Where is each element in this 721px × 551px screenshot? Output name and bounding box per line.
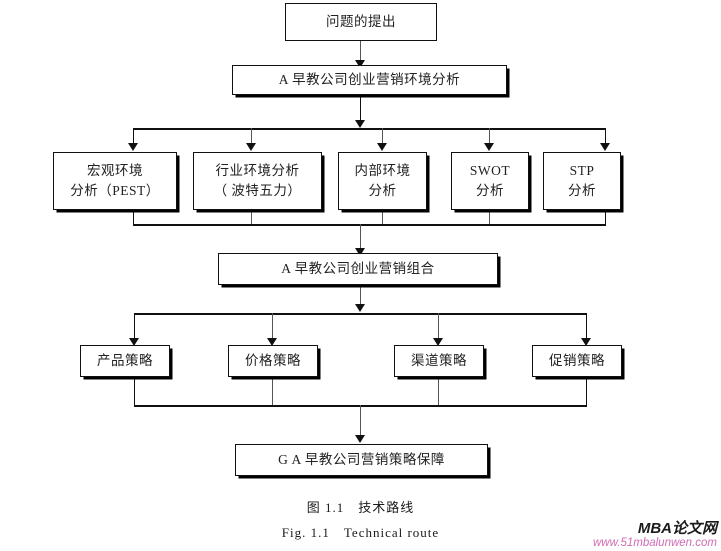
node-label-line2: 分析 (476, 183, 504, 198)
watermark: MBA论文网 www.51mbalunwen.com (593, 521, 717, 549)
node-promotion-strategy[interactable]: 促销策略 (532, 345, 622, 377)
node-product-strategy[interactable]: 产品策略 (80, 345, 170, 377)
watermark-brand: MBA论文网 (637, 520, 717, 538)
node-industry-environment-analysis[interactable]: 行业环境分析 （ 波特五力） (193, 152, 322, 210)
riser-analysis-2 (251, 210, 253, 226)
riser-strategy-2 (272, 377, 274, 407)
arrowhead-analysis-4 (484, 143, 494, 151)
figure-caption-en-title: Technical route (343, 525, 440, 540)
figure-caption-cn: 图 1.1 技术路线 (0, 497, 721, 516)
node-label-line1: SWOT (469, 163, 511, 179)
node-label-line2: 分析 (368, 183, 397, 198)
drop-strategy-4 (586, 313, 588, 341)
connector-environment-stem (360, 95, 362, 124)
riser-strategy-4 (586, 377, 588, 407)
connector-strategy-to-guarantee (360, 405, 362, 440)
arrowhead-strategy-2 (267, 338, 277, 346)
node-label: 促销策略 (549, 353, 605, 369)
drop-analysis-3 (382, 128, 384, 146)
connector-start-to-environment (360, 41, 362, 63)
node-label-line1: 宏观环境 (87, 163, 143, 179)
riser-analysis-4 (489, 210, 491, 226)
arrowhead-environment-stem (355, 120, 365, 128)
node-label: 问题的提出 (326, 14, 396, 30)
node-label-line2: （ 波特五力） (213, 183, 302, 198)
node-macro-environment-analysis[interactable]: 宏观环境 分析（PEST） (53, 152, 177, 210)
drop-analysis-5 (605, 128, 607, 146)
node-label-line2: 分析（PEST） (70, 183, 160, 198)
node-marketing-environment-analysis[interactable]: A 早教公司创业营销环境分析 (232, 65, 507, 95)
riser-strategy-1 (134, 377, 136, 407)
riser-analysis-5 (605, 210, 607, 226)
node-stp-analysis[interactable]: STP 分析 (543, 152, 621, 210)
arrowhead-strategy-3 (433, 338, 443, 346)
node-marketing-mix[interactable]: A 早教公司创业营销组合 (218, 253, 498, 285)
figure-caption-en-label: Fig. 1.1 (281, 525, 330, 540)
node-label-line1: STP (569, 163, 595, 179)
arrowhead-analysis-2 (246, 143, 256, 151)
arrowhead-to-environment (355, 60, 365, 68)
figure-caption-en: Fig. 1.1 Technical route (0, 525, 721, 541)
drop-strategy-1 (134, 313, 136, 341)
arrowhead-to-guarantee (355, 435, 365, 443)
drop-analysis-2 (251, 128, 253, 146)
node-problem-statement[interactable]: 问题的提出 (285, 3, 437, 41)
merge-bar-analysis (133, 224, 606, 226)
node-label: A 早教公司创业营销组合 (281, 261, 435, 277)
drop-strategy-3 (438, 313, 440, 341)
node-label: 产品策略 (97, 353, 153, 369)
node-label: 价格策略 (245, 353, 301, 369)
arrowhead-mix-stem (355, 304, 365, 312)
node-price-strategy[interactable]: 价格策略 (228, 345, 318, 377)
connector-mix-stem (360, 285, 362, 309)
riser-analysis-1 (133, 210, 135, 226)
arrowhead-strategy-1 (129, 338, 139, 346)
riser-strategy-3 (438, 377, 440, 407)
connector-analysis-to-mix (360, 224, 362, 251)
drop-analysis-1 (133, 128, 135, 146)
figure-caption-cn-label: 图 1.1 (306, 500, 345, 515)
node-label-line1: 内部环境 (354, 163, 411, 179)
node-label-line1: 行业环境分析 (215, 163, 300, 179)
arrowhead-analysis-3 (377, 143, 387, 151)
distribution-bar-strategy (134, 313, 587, 315)
node-label: G A 早教公司营销策略保障 (278, 452, 445, 468)
node-marketing-strategy-guarantee[interactable]: G A 早教公司营销策略保障 (235, 444, 488, 476)
node-channel-strategy[interactable]: 渠道策略 (394, 345, 484, 377)
node-label: A 早教公司创业营销环境分析 (278, 72, 461, 88)
drop-analysis-4 (489, 128, 491, 146)
node-label-line2: 分析 (568, 183, 596, 198)
node-internal-environment-analysis[interactable]: 内部环境 分析 (338, 152, 427, 210)
arrowhead-analysis-5 (600, 143, 610, 151)
distribution-bar-analysis (133, 128, 606, 130)
drop-strategy-2 (272, 313, 274, 341)
riser-analysis-3 (382, 210, 384, 226)
watermark-url: www.51mbalunwen.com (592, 536, 717, 549)
arrowhead-analysis-1 (128, 143, 138, 151)
node-label: 渠道策略 (411, 353, 467, 369)
arrowhead-strategy-4 (581, 338, 591, 346)
arrowhead-to-mix (355, 248, 365, 256)
node-swot-analysis[interactable]: SWOT 分析 (451, 152, 529, 210)
figure-caption-cn-title: 技术路线 (358, 500, 415, 515)
